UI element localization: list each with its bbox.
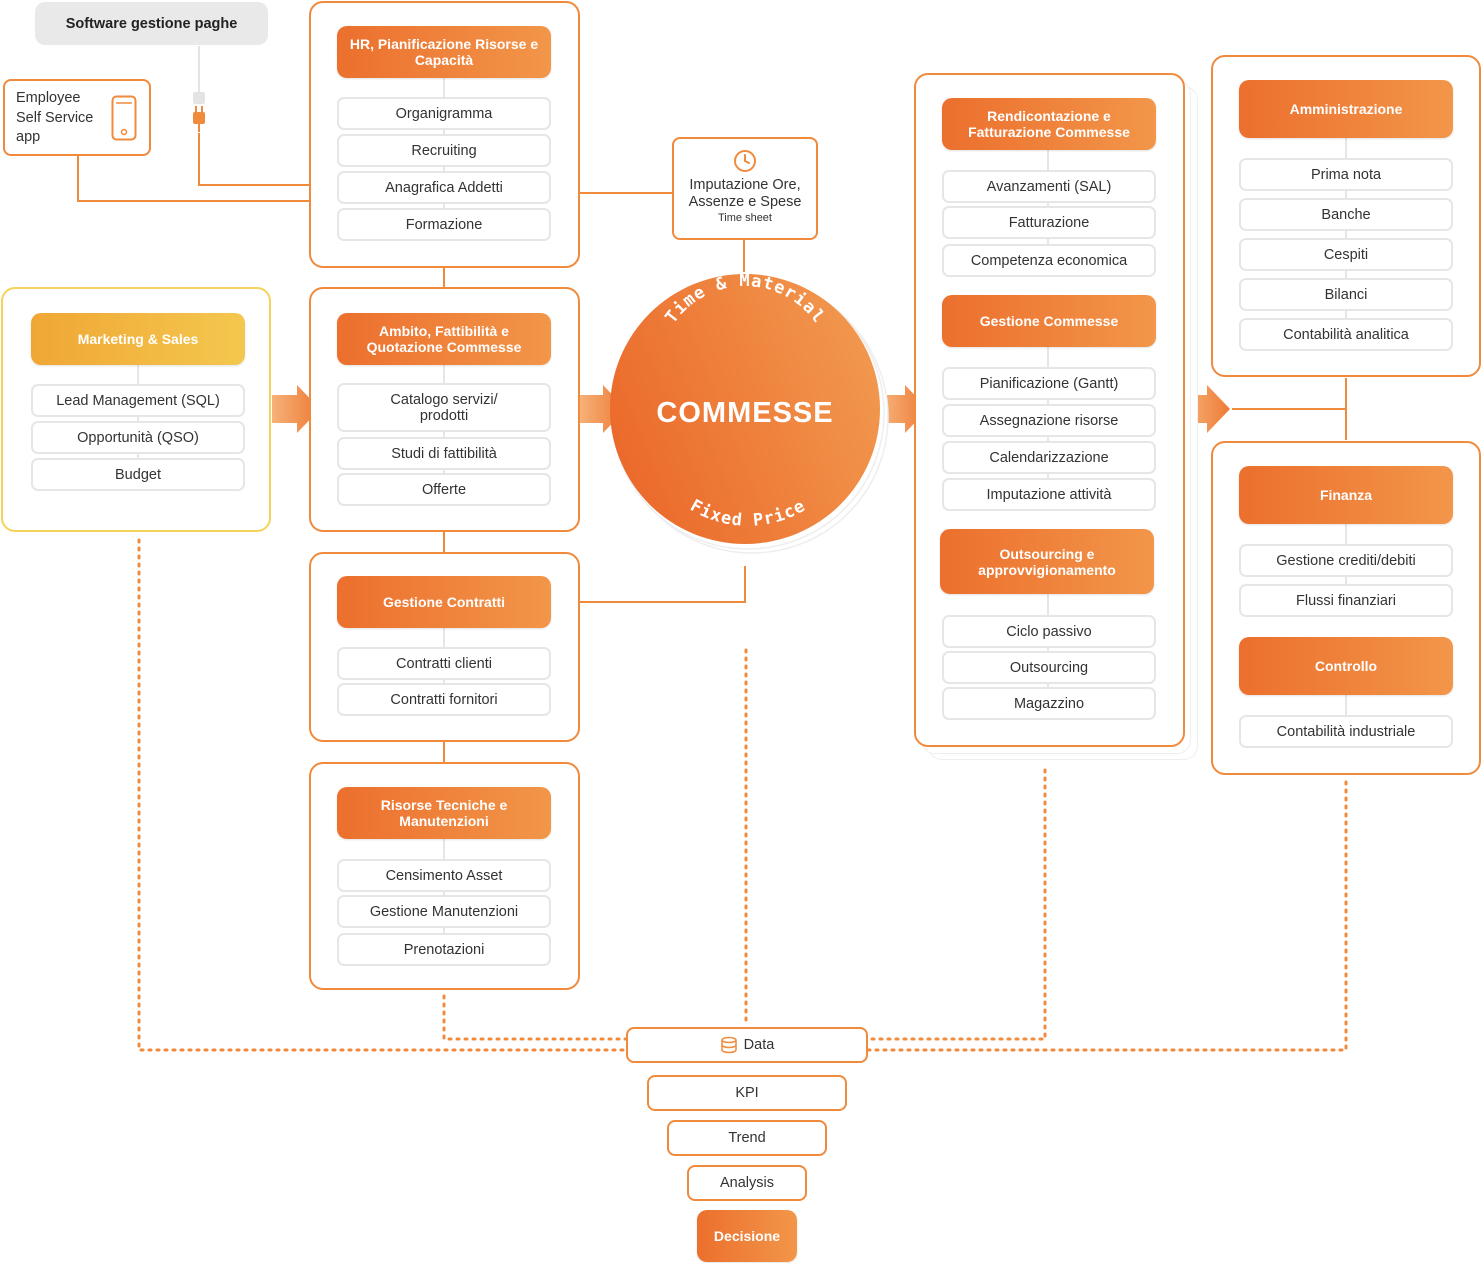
kpi-box[interactable]: KPI: [647, 1075, 847, 1111]
commesse-title: COMMESSE: [656, 397, 833, 429]
ambito-item-catalogo[interactable]: Catalogo servizi/ prodotti: [337, 383, 551, 432]
risorse-item-censimento[interactable]: Censimento Asset: [337, 859, 551, 892]
marketing-item-budget[interactable]: Budget: [31, 458, 245, 491]
amministrazione-item-bilanci[interactable]: Bilanci: [1239, 278, 1453, 311]
gestione-commesse-header[interactable]: Gestione Commesse: [942, 295, 1156, 347]
marketing-item-lead-management[interactable]: Lead Management (SQL): [31, 384, 245, 417]
analysis-label: Analysis: [720, 1175, 774, 1191]
decision-label: Decisione: [713, 1228, 781, 1244]
gestione-commesse-item-gantt[interactable]: Pianificazione (Gantt): [942, 367, 1156, 400]
ambito-item-studi-fattibilita[interactable]: Studi di fattibilità: [337, 437, 551, 470]
risorse-item-manutenzioni[interactable]: Gestione Manutenzioni: [337, 895, 551, 928]
timesheet-line-2: Assenze e Spese: [688, 194, 802, 210]
ess-app-box[interactable]: Employee Self Service app: [3, 79, 151, 156]
ambito-item-offerte[interactable]: Offerte: [337, 473, 551, 506]
gestione-commesse-item-imputazione[interactable]: Imputazione attività: [942, 478, 1156, 511]
hr-item-recruiting[interactable]: Recruiting: [337, 134, 551, 167]
amministrazione-item-contabilita-analitica[interactable]: Contabilità analitica: [1239, 318, 1453, 351]
marketing-item-opportunita[interactable]: Opportunità (QSO): [31, 421, 245, 454]
rendicontazione-item-sal[interactable]: Avanzamenti (SAL): [942, 170, 1156, 203]
hr-header[interactable]: HR, Pianificazione Risorse e Capacità: [337, 26, 551, 78]
gestione-commesse-item-calendarizzazione[interactable]: Calendarizzazione: [942, 441, 1156, 474]
ess-line-2: Self Service: [16, 109, 94, 126]
rendicontazione-item-fatturazione[interactable]: Fatturazione: [942, 206, 1156, 239]
timesheet-line-3: Time sheet: [717, 212, 772, 224]
contratti-item-fornitori[interactable]: Contratti fornitori: [337, 683, 551, 716]
contratti-header[interactable]: Gestione Contratti: [337, 576, 551, 628]
risorse-item-prenotazioni[interactable]: Prenotazioni: [337, 933, 551, 966]
commesse-circle: [610, 274, 880, 544]
data-box[interactable]: Data: [626, 1027, 868, 1063]
smartphone-icon: [111, 95, 137, 141]
controllo-item-contabilita-industriale[interactable]: Contabilità industriale: [1239, 715, 1453, 748]
clock-icon: [734, 150, 756, 172]
timesheet-line-1: Imputazione Ore,: [689, 177, 801, 193]
ess-line-1: Employee: [16, 90, 81, 106]
rendicontazione-item-competenza[interactable]: Competenza economica: [942, 244, 1156, 277]
marketing-header[interactable]: Marketing & Sales: [31, 313, 245, 365]
payroll-software-pill[interactable]: Software gestione paghe: [35, 2, 268, 45]
trend-box[interactable]: Trend: [667, 1120, 827, 1156]
trend-label: Trend: [728, 1130, 766, 1146]
decision-box[interactable]: Decisione: [697, 1210, 797, 1262]
outsourcing-item-magazzino[interactable]: Magazzino: [942, 687, 1156, 720]
plug-icon: [193, 92, 205, 132]
database-icon: [720, 1036, 737, 1054]
ess-line-3: app: [16, 129, 41, 145]
payroll-software-label: Software gestione paghe: [65, 15, 238, 32]
finanza-item-flussi[interactable]: Flussi finanziari: [1239, 584, 1453, 617]
amministrazione-item-banche[interactable]: Banche: [1239, 198, 1453, 231]
analysis-box[interactable]: Analysis: [687, 1165, 807, 1201]
hr-item-organigramma[interactable]: Organigramma: [337, 97, 551, 130]
rendicontazione-header[interactable]: Rendicontazione e Fatturazione Commesse: [942, 98, 1156, 150]
amministrazione-item-prima-nota[interactable]: Prima nota: [1239, 158, 1453, 191]
ambito-header[interactable]: Ambito, Fattibilità e Quotazione Commess…: [337, 313, 551, 365]
finanza-header[interactable]: Finanza: [1239, 466, 1453, 524]
outsourcing-item-ciclo-passivo[interactable]: Ciclo passivo: [942, 615, 1156, 648]
hr-item-anagrafica-addetti[interactable]: Anagrafica Addetti: [337, 171, 551, 204]
contratti-item-clienti[interactable]: Contratti clienti: [337, 647, 551, 680]
risorse-header[interactable]: Risorse Tecniche e Manutenzioni: [337, 787, 551, 839]
amministrazione-header[interactable]: Amministrazione: [1239, 80, 1453, 138]
gestione-commesse-item-assegnazione[interactable]: Assegnazione risorse: [942, 404, 1156, 437]
controllo-header[interactable]: Controllo: [1239, 637, 1453, 695]
timesheet-box[interactable]: Imputazione Ore, Assenze e Spese Time sh…: [672, 137, 818, 240]
data-label: Data: [743, 1037, 775, 1053]
kpi-label: KPI: [735, 1085, 759, 1101]
hr-item-formazione[interactable]: Formazione: [337, 208, 551, 241]
outsourcing-item-outsourcing[interactable]: Outsourcing: [942, 651, 1156, 684]
finanza-item-crediti-debiti[interactable]: Gestione crediti/debiti: [1239, 544, 1453, 577]
outsourcing-header[interactable]: Outsourcing e approvvigionamento: [940, 529, 1154, 594]
amministrazione-item-cespiti[interactable]: Cespiti: [1239, 238, 1453, 271]
